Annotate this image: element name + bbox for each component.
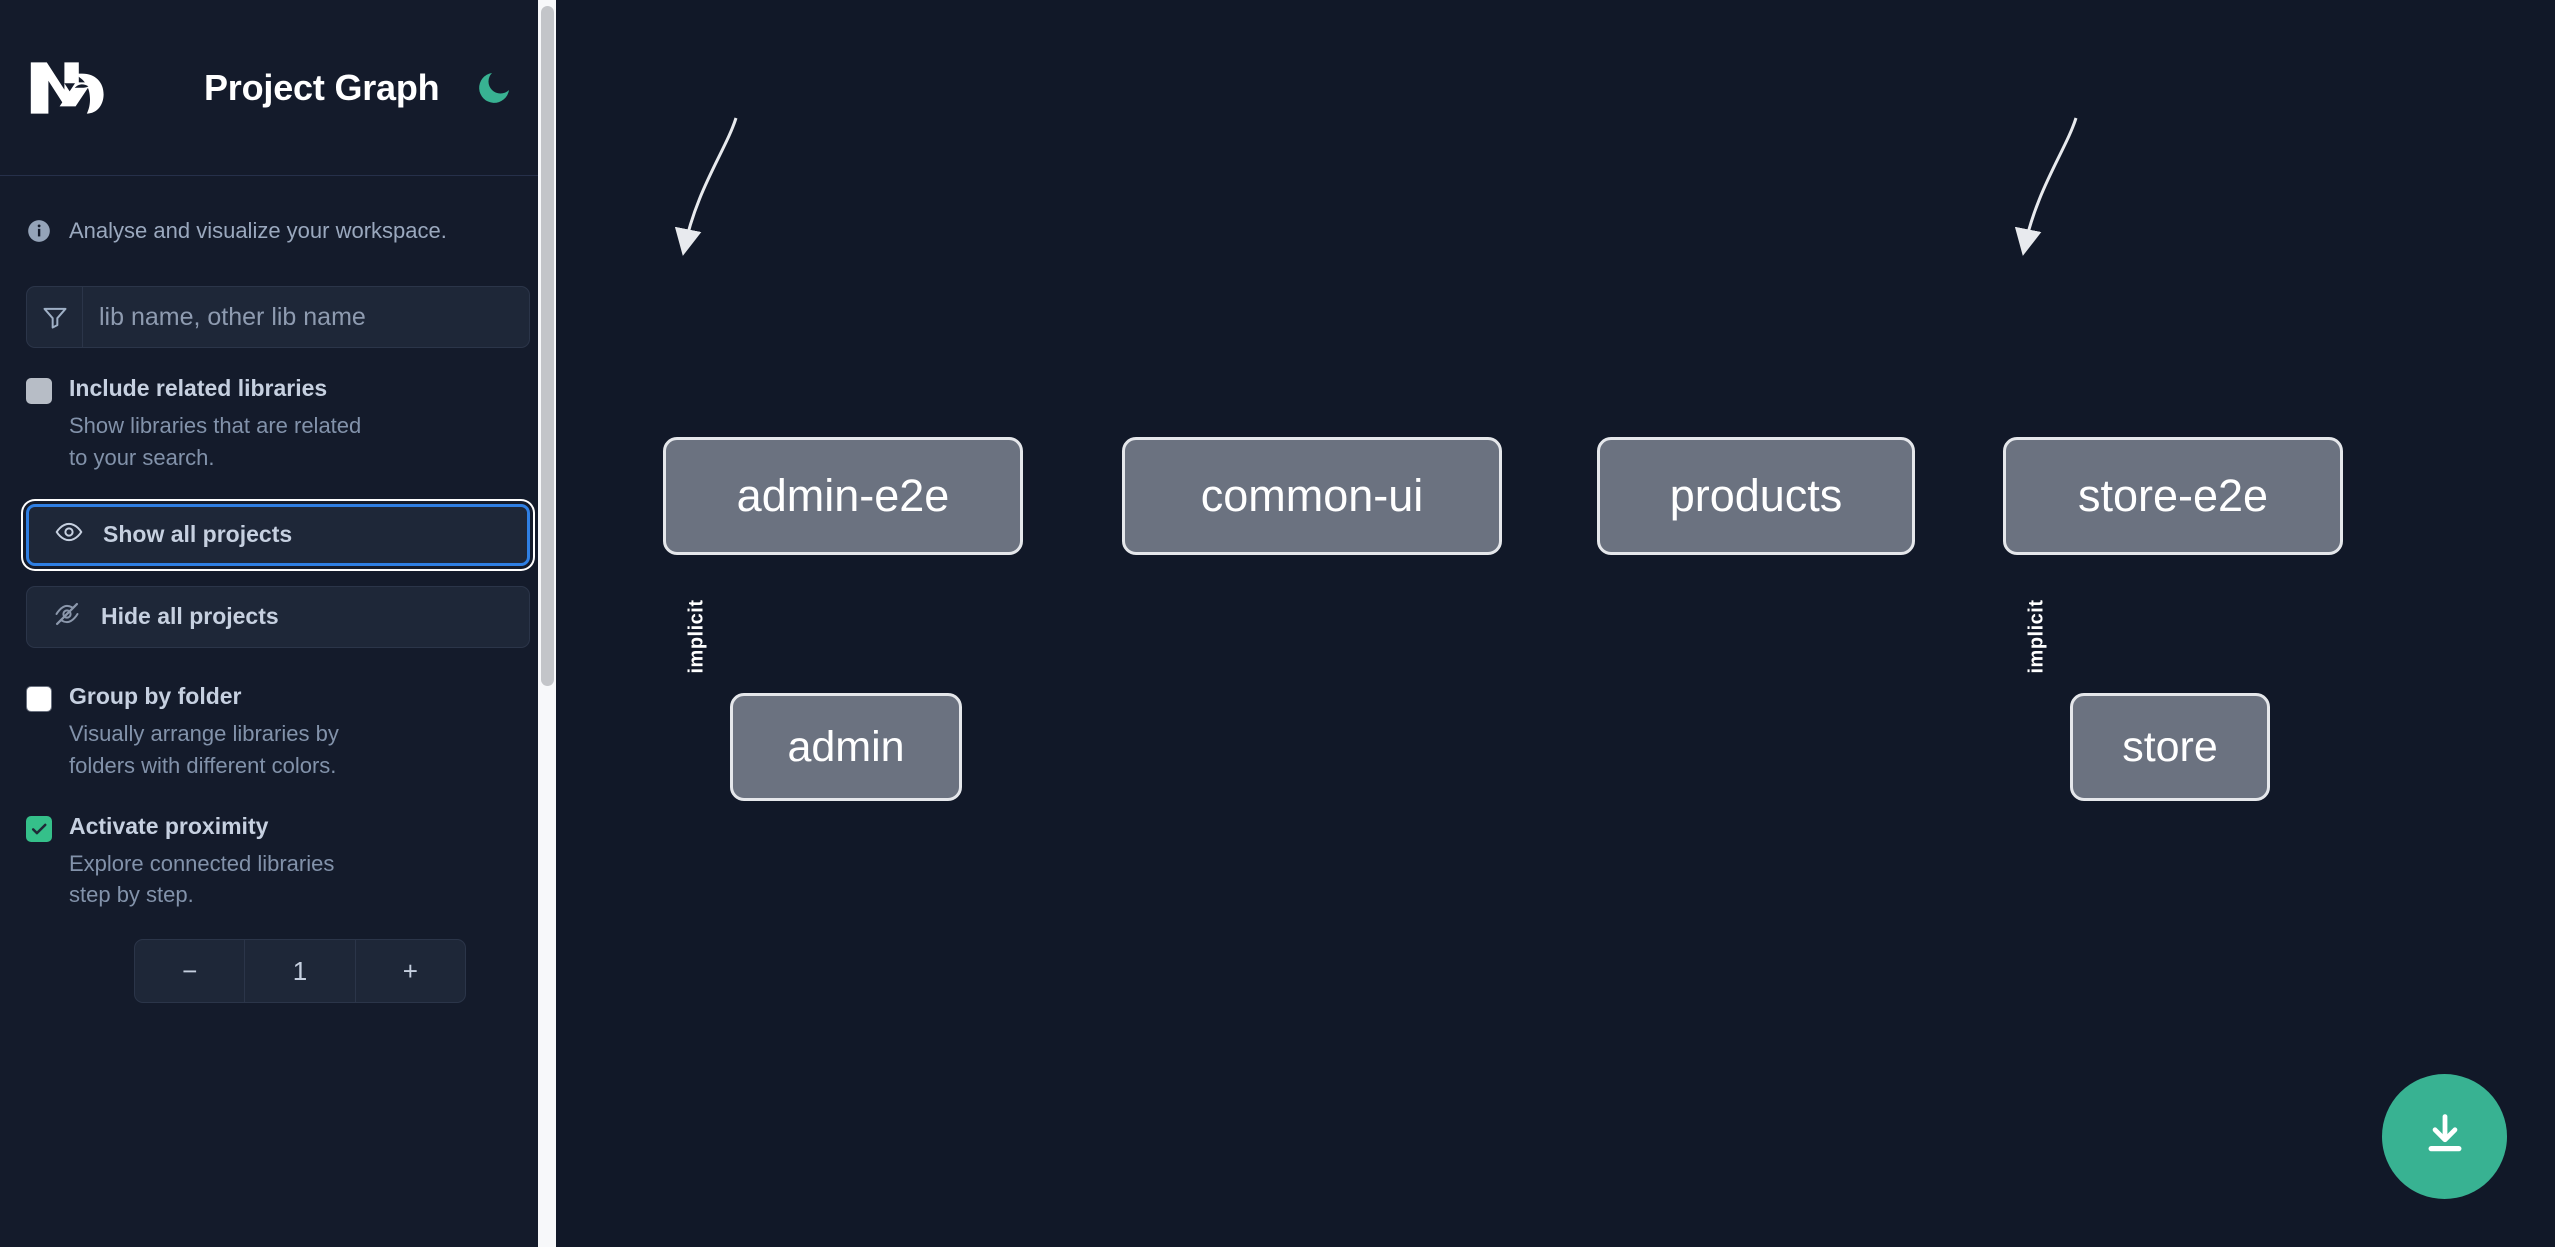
option-label: Include related libraries: [69, 375, 328, 401]
option-header: Include related libraries: [26, 374, 530, 404]
include-related-libraries-checkbox[interactable]: [26, 378, 52, 404]
hide-all-projects-button[interactable]: Hide all projects: [26, 585, 530, 648]
proximity-value: 1: [244, 940, 354, 1003]
info-icon: [26, 218, 52, 244]
workspace-info: Analyse and visualize your workspace.: [0, 198, 556, 264]
graph-node-store[interactable]: store: [2070, 693, 2270, 801]
option-activate-proximity[interactable]: Activate proximity Explore connected lib…: [0, 812, 556, 912]
visibility-buttons: Show all projects Hide all projects: [0, 503, 556, 648]
graph-node-products[interactable]: products: [1597, 437, 1915, 555]
show-all-projects-button[interactable]: Show all projects: [26, 503, 530, 566]
node-label: common-ui: [1200, 470, 1424, 521]
node-label: admin-e2e: [736, 470, 950, 521]
option-header: Activate proximity: [26, 812, 530, 842]
eye-slash-icon: [53, 600, 81, 634]
moon-icon[interactable]: [471, 65, 517, 111]
filter-icon: [27, 287, 83, 347]
download-image-button[interactable]: [2382, 1074, 2507, 1199]
graph-node-store-e2e[interactable]: store-e2e: [2003, 437, 2343, 555]
eye-icon: [55, 518, 83, 552]
graph-node-admin[interactable]: admin: [730, 693, 962, 801]
workspace-info-text: Analyse and visualize your workspace.: [69, 218, 447, 243]
node-label: store: [2122, 722, 2218, 771]
node-label: admin: [787, 722, 905, 771]
sidebar-scrollbar[interactable]: [538, 0, 556, 1247]
graph-canvas[interactable]: admin-e2e common-ui products store-e2e a…: [556, 0, 2555, 1247]
hide-all-projects-label: Hide all projects: [101, 603, 279, 630]
node-label: products: [1669, 470, 1843, 521]
graph-node-admin-e2e[interactable]: admin-e2e: [663, 437, 1023, 555]
proximity-decrement-button[interactable]: −: [182, 955, 198, 986]
proximity-stepper[interactable]: − 1 +: [134, 939, 466, 1004]
activate-proximity-checkbox[interactable]: [26, 815, 52, 842]
sidebar-scrollbar-thumb[interactable]: [541, 6, 554, 686]
sidebar: Project Graph Analyse and visualize your…: [0, 0, 556, 1247]
sidebar-content: Project Graph Analyse and visualize your…: [0, 0, 556, 1247]
graph-node-common-ui[interactable]: common-ui: [1122, 437, 1502, 555]
proximity-increment-button[interactable]: +: [354, 940, 465, 1003]
option-group-by-folder[interactable]: Group by folder Visually arrange librari…: [0, 682, 556, 782]
nx-logo: [26, 56, 122, 120]
option-header: Group by folder: [26, 682, 530, 712]
filter-field[interactable]: [26, 286, 530, 348]
edge-label-admin-e2e-to-admin: implicit: [685, 599, 708, 674]
group-by-folder-checkbox[interactable]: [26, 685, 52, 712]
option-description: Explore connected libraries step by step…: [69, 850, 335, 908]
sidebar-header: Project Graph: [0, 0, 556, 176]
download-icon: [2419, 1109, 2471, 1164]
option-description: Visually arrange libraries by folders wi…: [69, 720, 339, 778]
option-label: Group by folder: [69, 682, 242, 709]
option-label: Activate proximity: [69, 812, 269, 839]
option-include-related-libraries[interactable]: Include related libraries Show libraries…: [0, 374, 556, 474]
edge-label-store-e2e-to-store: implicit: [2025, 599, 2048, 674]
option-description: Show libraries that are related to your …: [69, 413, 362, 470]
search-input[interactable]: [83, 287, 529, 347]
node-label: store-e2e: [2077, 470, 2269, 521]
graph-edges: [674, 117, 2078, 256]
show-all-projects-label: Show all projects: [103, 521, 293, 548]
page-title: Project Graph: [204, 66, 440, 108]
